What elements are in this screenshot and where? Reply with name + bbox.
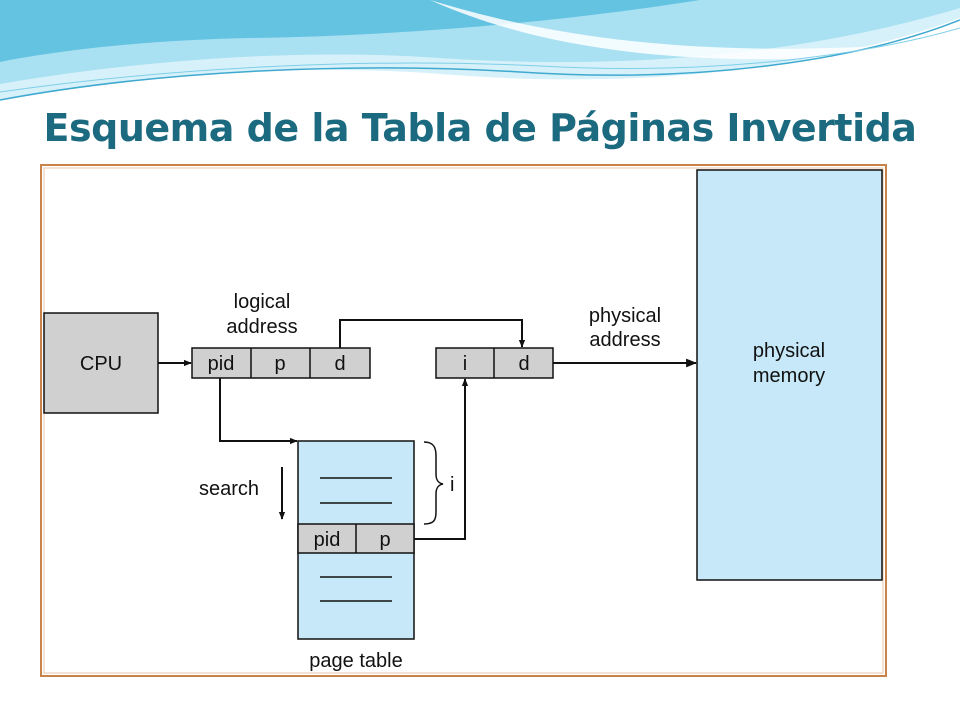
slide-title: Esquema de la Tabla de Páginas Invertida [43, 106, 917, 150]
table-row-field-p: p [379, 529, 390, 551]
physical-field-d: d [518, 353, 529, 375]
logical-address-label-line1: logical [234, 291, 291, 313]
physical-address-register: i d [435, 347, 554, 379]
physical-memory-label-line1: physical [753, 340, 825, 362]
index-brace [423, 441, 444, 525]
logical-field-p: p [274, 353, 285, 375]
logical-address-label-line2: address [226, 316, 297, 338]
physical-memory-label-line2: memory [753, 365, 825, 387]
physical-memory-box [696, 169, 883, 581]
logical-field-pid: pid [208, 353, 235, 375]
table-to-index-arrow [414, 378, 469, 540]
header-wave-decoration [0, 0, 960, 101]
page-table-label: page table [309, 650, 402, 672]
cpu-label: CPU [80, 353, 122, 375]
physical-address-label-line1: physical [589, 305, 661, 327]
physical-field-i: i [463, 353, 467, 375]
logical-field-d: d [334, 353, 345, 375]
d-offset-arrow [339, 319, 526, 348]
search-label: search [199, 478, 259, 500]
page-table-match-row: pid p [297, 523, 415, 554]
table-row-field-pid: pid [314, 529, 341, 551]
physical-address-label-line2: address [589, 329, 660, 351]
index-label: i [450, 474, 454, 496]
pid-to-table-arrow [219, 378, 298, 445]
logical-address-register: pid p d [191, 347, 371, 379]
cpu-box [43, 312, 159, 414]
